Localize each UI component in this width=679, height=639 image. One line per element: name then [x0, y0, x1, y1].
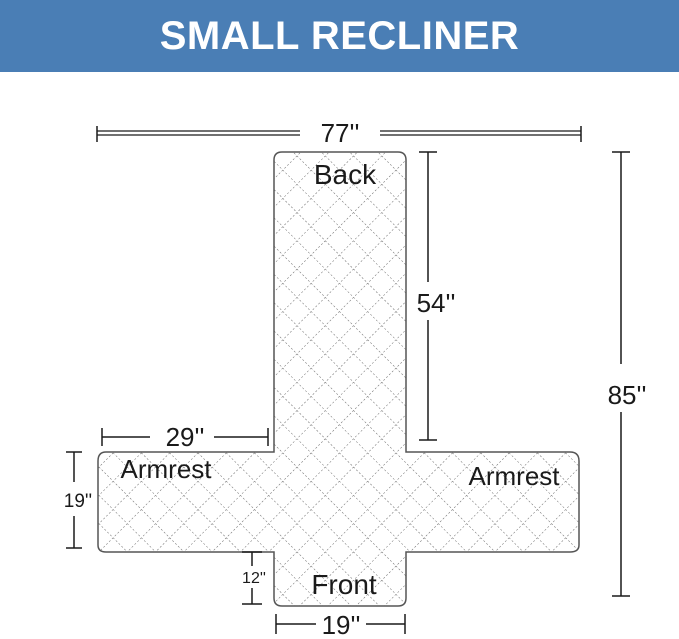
title-banner: SMALL RECLINER — [0, 0, 679, 72]
overall-width-label: 77'' — [321, 118, 360, 148]
front-label: Front — [311, 569, 377, 600]
front-width-dimension: 19'' — [275, 610, 406, 639]
armrest-depth-label: 19'' — [64, 491, 92, 512]
armrest-depth-dimension: 19'' — [64, 451, 92, 549]
front-drop-label: 12'' — [242, 570, 266, 587]
overall-length-label: 85'' — [608, 380, 647, 410]
back-length-dimension: 54'' — [417, 151, 456, 441]
back-length-label: 54'' — [417, 288, 456, 318]
cover-shape — [97, 151, 580, 607]
back-label: Back — [314, 159, 377, 190]
armrest-left-label: Armrest — [121, 454, 213, 484]
armrest-width-dimension: 29'' — [101, 422, 269, 452]
armrest-width-label: 29'' — [166, 422, 205, 452]
overall-length-dimension: 85'' — [608, 151, 647, 597]
overall-width-dimension: 77'' — [96, 118, 582, 148]
front-drop-dimension: 12'' — [242, 551, 266, 605]
page-title: SMALL RECLINER — [159, 13, 520, 58]
front-width-label: 19'' — [322, 610, 361, 639]
armrest-right-label: Armrest — [469, 461, 561, 491]
